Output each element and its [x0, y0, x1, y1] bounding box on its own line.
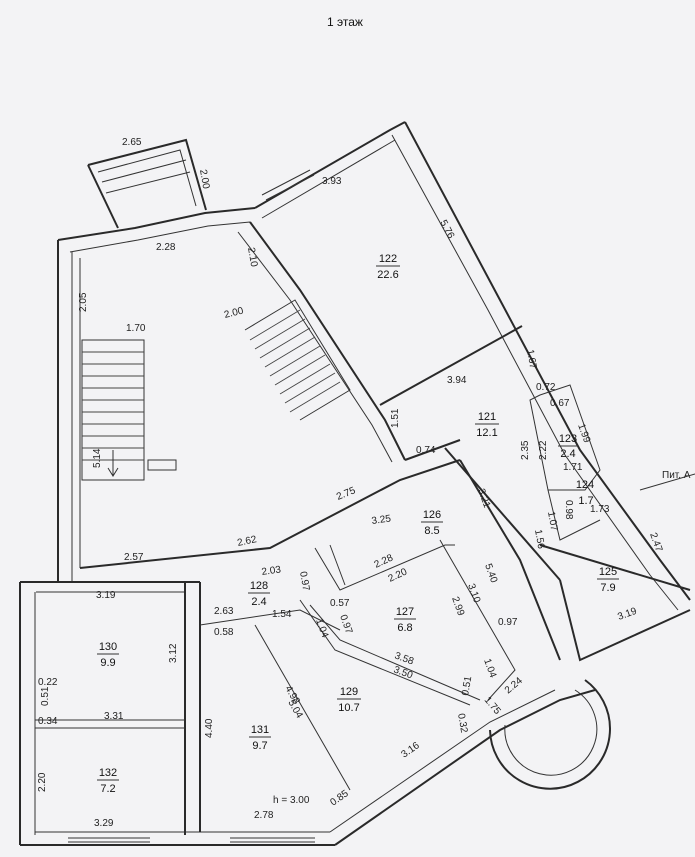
dimension-label: 2.65	[122, 137, 142, 148]
room-128-area: 2.4	[251, 596, 266, 608]
dimension-label: 0.67	[550, 398, 570, 409]
dimension-label: 2.00	[197, 169, 211, 191]
dimension-label: 3.19	[616, 606, 638, 623]
dimension-label: 1.04	[313, 617, 330, 639]
dimension-label: 5.40	[482, 562, 499, 584]
dimension-label: 3.12	[168, 643, 179, 663]
dimension-label: 2.28	[156, 242, 176, 253]
plan-title: 1 этаж	[327, 15, 363, 29]
dimension-label: 2.62	[236, 534, 258, 549]
dimension-label: 1.54	[272, 609, 292, 620]
dimension-label: 2.99	[449, 595, 466, 617]
dimension-label: 0.51	[40, 686, 51, 706]
dimension-label: 2.20	[37, 772, 48, 792]
dimension-label: 1.73	[590, 504, 610, 515]
room-129-area: 10.7	[338, 702, 359, 714]
dimension-label: 3.93	[322, 176, 342, 187]
dimension-label: 0.98	[563, 500, 574, 520]
dimension-label: 2.35	[520, 440, 531, 460]
room-131-area: 9.7	[252, 740, 267, 752]
staircase-lower	[81, 339, 177, 481]
room-124-area: 1.7	[578, 495, 593, 507]
room-labels: 122 22.6 121 12.1 123 2.4 124 1.7 125 7.…	[97, 253, 619, 795]
dimension-label: 3.31	[104, 711, 124, 722]
dimension-label: 3.19	[96, 590, 116, 601]
room-123-area: 2.4	[560, 448, 575, 460]
dimension-label: 0.57	[330, 598, 350, 609]
dimension-label: 0.72	[536, 382, 556, 393]
room-126-area: 8.5	[424, 525, 439, 537]
dimension-label: 0.34	[38, 716, 58, 727]
dimension-label: 1.04	[481, 657, 498, 679]
section-mark: Пит. А	[662, 470, 691, 481]
room-122-number: 122	[379, 253, 397, 265]
dimension-label: 1.70	[126, 323, 146, 334]
dimension-label: 1.56	[532, 529, 546, 551]
dimension-label: 2.05	[78, 292, 89, 312]
dimension-label: 2.00	[223, 305, 245, 320]
room-128-number: 128	[250, 580, 268, 592]
dimension-label: 1.67	[524, 349, 538, 371]
dimension-label: 2.57	[124, 552, 144, 563]
room-125-area: 7.9	[600, 582, 615, 594]
dimension-label: 3.16	[399, 740, 422, 760]
dimension-label: 0.97	[337, 613, 354, 635]
room-123-number: 123	[559, 433, 577, 445]
room-132-area: 7.2	[100, 783, 115, 795]
dimension-label: 1.71	[563, 462, 583, 473]
dimension-label: 5.04	[285, 698, 304, 721]
dimension-label: 1.75	[482, 695, 503, 717]
dimension-label: 1.07	[545, 511, 559, 533]
dimension-label: 5.14	[92, 448, 103, 468]
room-124-number: 124	[576, 479, 594, 491]
room-121-number: 121	[478, 411, 496, 423]
dimension-label: 2.03	[261, 564, 282, 578]
ceiling-height-note: h = 3.00	[273, 795, 310, 806]
dimension-label: 2.75	[335, 485, 358, 503]
dimension-label: 2.63	[214, 606, 234, 617]
room-125-number: 125	[599, 566, 617, 578]
room-126-number: 126	[423, 509, 441, 521]
room-121-area: 12.1	[476, 427, 497, 439]
room-127-number: 127	[396, 606, 414, 618]
walls	[19, 121, 691, 846]
dimension-label: 4.40	[204, 718, 215, 738]
dimension-label: 0.51	[460, 675, 474, 697]
room-132-number: 132	[99, 767, 117, 779]
dimension-label: 0.97	[498, 617, 518, 628]
dimension-label: 3.10	[465, 582, 482, 604]
room-127-area: 6.8	[397, 622, 412, 634]
dimension-label: 0.74	[416, 445, 436, 456]
room-129-number: 129	[340, 686, 358, 698]
dimension-label: 1.51	[390, 408, 401, 428]
dimension-label: 3.25	[371, 513, 392, 527]
dimension-label: 2.78	[254, 810, 274, 821]
staircase-upper	[244, 299, 351, 421]
room-130-area: 9.9	[100, 657, 115, 669]
room-131-number: 131	[251, 724, 269, 736]
dimension-label: 2.10	[245, 247, 259, 269]
dimension-label: 2.47	[647, 531, 664, 553]
dimension-label: 2.24	[503, 675, 525, 696]
dimension-label: 0.32	[455, 713, 469, 735]
dimension-label: 1.99	[575, 422, 592, 444]
dimension-label: 0.97	[297, 571, 311, 593]
dimension-label: 2.22	[538, 440, 549, 460]
dimension-label: 0.22	[38, 677, 58, 688]
dimension-label: 0.58	[214, 627, 234, 638]
room-122-area: 22.6	[377, 269, 398, 281]
dimension-label: 0.85	[328, 788, 351, 808]
room-130-number: 130	[99, 641, 117, 653]
dimension-label: 5.76	[437, 218, 456, 241]
dimension-label: 3.94	[447, 375, 467, 386]
dimension-label: 3.21	[475, 487, 492, 509]
dimension-label: 3.29	[94, 818, 114, 829]
